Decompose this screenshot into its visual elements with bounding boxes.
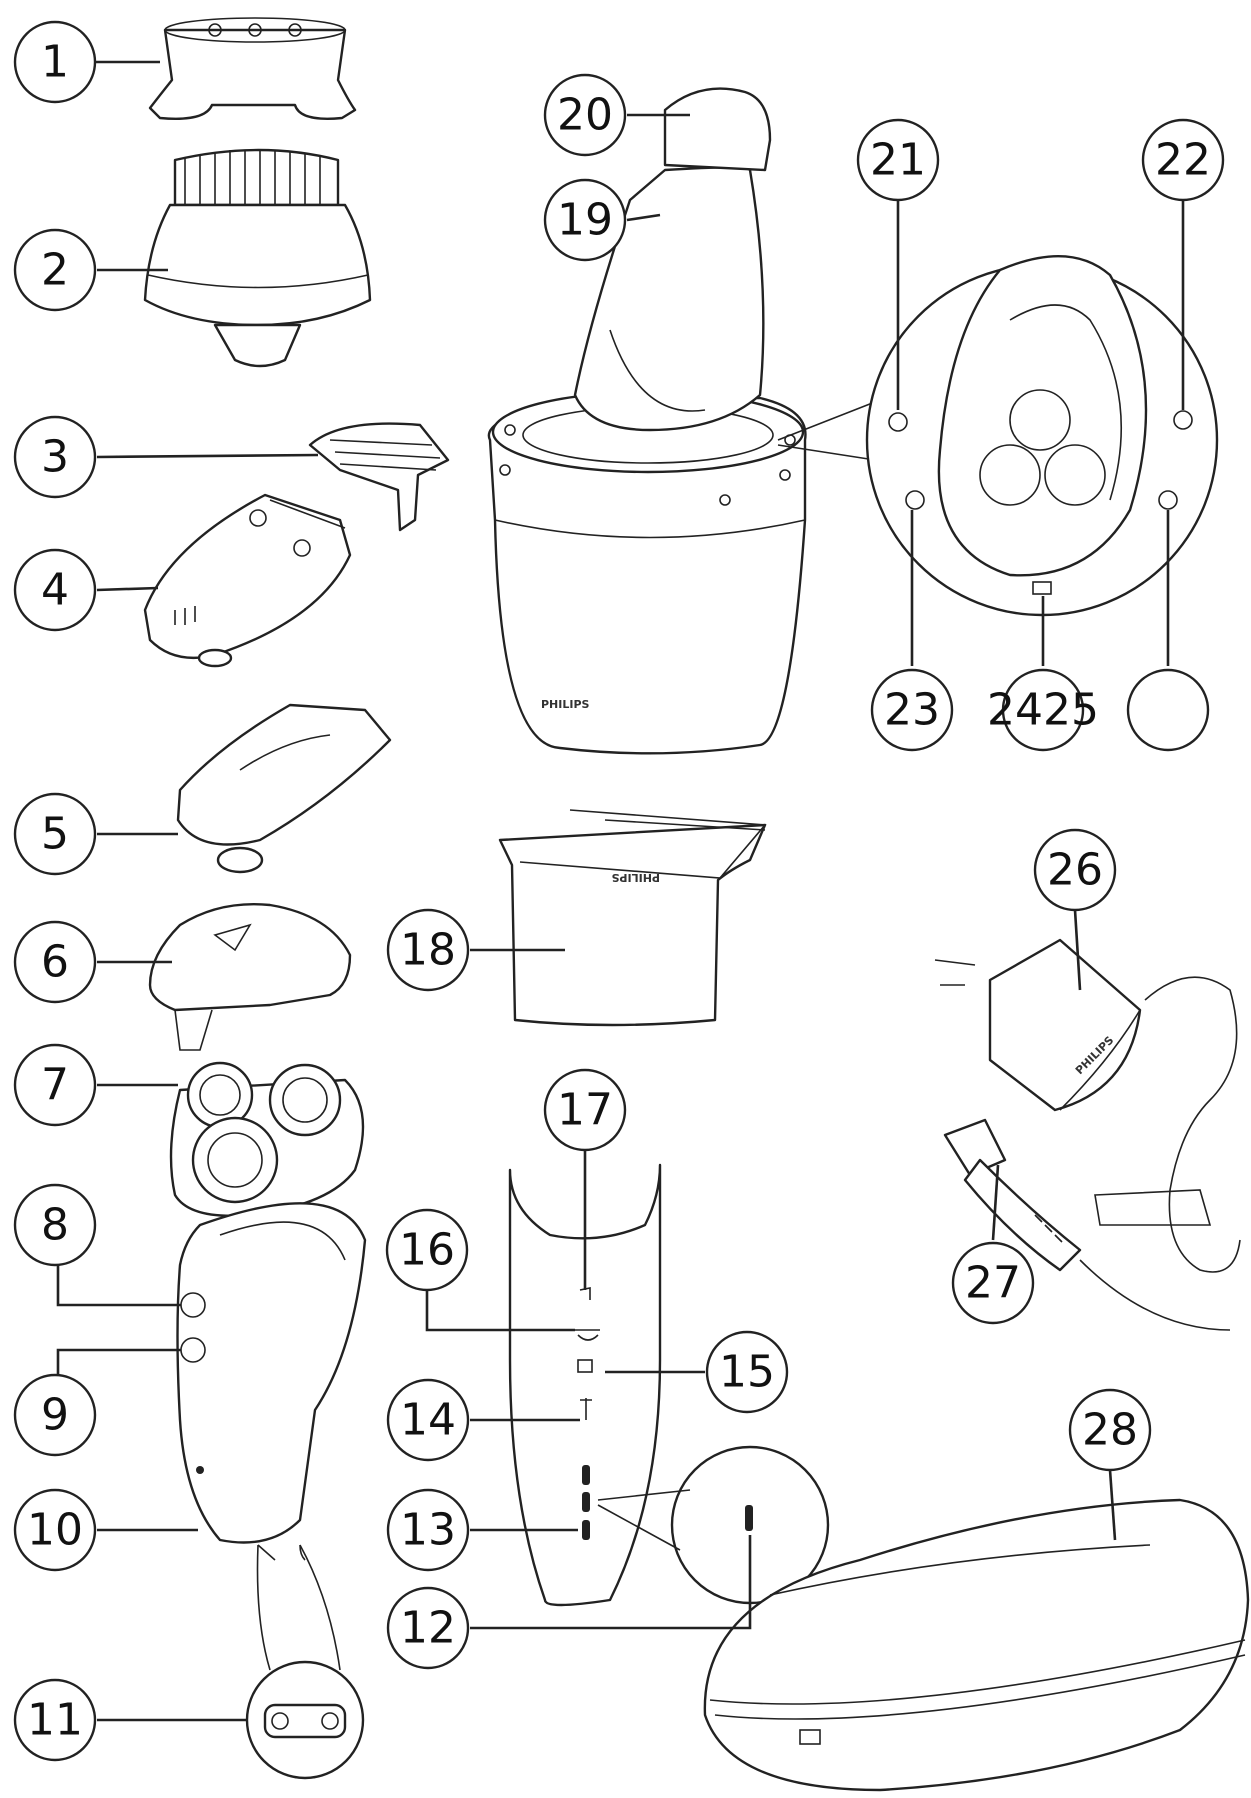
callout-label-13: 13 [400, 1505, 456, 1556]
callout-label-14: 14 [400, 1395, 456, 1446]
callout-20: 20 [543, 73, 627, 157]
part-1-brush-cap [148, 17, 357, 120]
callout-1: 1 [13, 20, 97, 104]
callout-label-26: 26 [1047, 845, 1103, 896]
callout-5: 5 [13, 792, 97, 876]
callout-22: 22 [1141, 118, 1225, 202]
callout-24: 2425 [987, 668, 1099, 752]
callout-15: 15 [705, 1330, 789, 1414]
callout-label-22: 22 [1155, 135, 1211, 186]
callout-label-20: 20 [557, 90, 613, 141]
callout-18: 18 [386, 908, 470, 992]
part-11-socket-detail [245, 1544, 365, 1780]
cleaning-unit-detail [777, 255, 1219, 617]
callout-label-12: 12 [400, 1603, 456, 1654]
callout-14: 14 [386, 1378, 470, 1462]
handle-display-panel [508, 1163, 830, 1607]
callout-17: 17 [543, 1068, 627, 1152]
part-3-comb [308, 422, 450, 532]
part-18-cartridge: PHILIPS [498, 809, 767, 1027]
callout-6: 6 [13, 920, 97, 1004]
callout-10: 10 [13, 1488, 97, 1572]
callout-2: 2 [13, 228, 97, 312]
part-26-adapter: PHILIPS [934, 938, 1241, 1273]
callout-label-21: 21 [870, 135, 926, 186]
callout-label-6: 6 [41, 937, 69, 988]
part-27-appliance-plug [943, 1118, 1231, 1331]
callout-label-5: 5 [41, 809, 69, 860]
part-4-trimmer [143, 493, 352, 668]
callout-3: 3 [13, 415, 97, 499]
leader-lines [56, 60, 1185, 1722]
callout-label-10: 10 [27, 1505, 83, 1556]
callout-16: 16 [385, 1208, 469, 1292]
callout-label-3: 3 [41, 432, 69, 483]
cartridge-brand-label: PHILIPS [611, 871, 660, 884]
callout-28: 28 [1068, 1388, 1152, 1472]
callout-label-7: 7 [41, 1060, 69, 1111]
callout-label-1: 1 [41, 37, 69, 88]
callout-label-19: 19 [557, 195, 613, 246]
callout-9: 9 [13, 1373, 97, 1457]
callout-12: 12 [386, 1586, 470, 1670]
callout-label-28: 28 [1082, 1405, 1138, 1456]
callout-21: 21 [856, 118, 940, 202]
callout-8: 8 [13, 1183, 97, 1267]
cleaning-unit: PHILIPS [487, 87, 807, 755]
callout-label-23: 23 [884, 685, 940, 736]
callout-4: 4 [13, 548, 97, 632]
callout-23: 23 [870, 668, 954, 752]
callout-label-18: 18 [400, 925, 456, 976]
callout-25 [1126, 668, 1210, 752]
callout-label-16: 16 [399, 1225, 455, 1276]
callout-13: 13 [386, 1488, 470, 1572]
shaver-body [169, 1061, 367, 1544]
part-2-cleansing-brush [143, 148, 372, 368]
part-5-precision-trimmer [176, 703, 392, 874]
callout-label-8: 8 [41, 1200, 69, 1251]
callout-label-2: 2 [41, 245, 69, 296]
callout-label-4: 4 [41, 565, 69, 616]
callout-label-24: 2425 [987, 685, 1099, 736]
callout-label-9: 9 [41, 1390, 69, 1441]
callout-label-15: 15 [719, 1347, 775, 1398]
callout-11: 11 [13, 1678, 97, 1762]
callout-26: 26 [1033, 828, 1117, 912]
callout-7: 7 [13, 1043, 97, 1127]
callout-label-17: 17 [557, 1085, 613, 1136]
cleaning-unit-brand-label: PHILIPS [541, 698, 590, 711]
callout-label-11: 11 [27, 1695, 83, 1746]
part-28-pouch [703, 1498, 1250, 1792]
callout-27: 27 [951, 1241, 1035, 1325]
callout-label-27: 27 [965, 1258, 1021, 1309]
callout-19: 19 [543, 178, 627, 262]
part-6-protective-cap [148, 903, 352, 1051]
